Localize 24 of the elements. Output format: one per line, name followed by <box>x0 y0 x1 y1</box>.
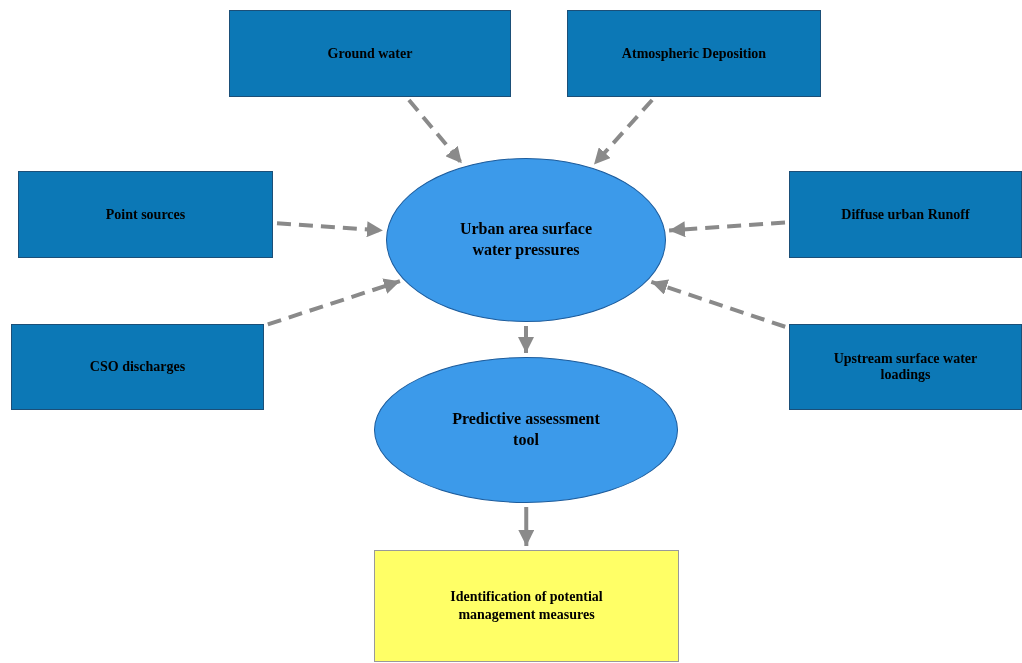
arrow <box>267 278 401 327</box>
arrow <box>668 220 786 238</box>
source-box <box>789 171 1022 258</box>
source-box <box>11 324 264 410</box>
node-label: Point sources <box>105 206 186 223</box>
node-label: Atmospheric Deposition <box>621 45 767 62</box>
arrow <box>276 221 384 238</box>
arrow <box>592 98 654 166</box>
source-box <box>18 171 273 258</box>
source-box <box>229 10 511 97</box>
node-label: CSO discharges <box>89 359 186 375</box>
node-label: Identification of potential management measures <box>449 587 604 624</box>
node-label: Diffuse urban Runoff <box>841 206 970 223</box>
result-box <box>374 550 679 662</box>
source-box <box>567 10 821 97</box>
node-label: Predictive assessment tool <box>451 409 601 450</box>
node-label: Urban area surface water pressures <box>458 219 594 261</box>
arrow <box>518 507 535 546</box>
arrow <box>518 326 534 353</box>
node-label: Ground water <box>327 45 413 62</box>
node-label: Upstream surface water loadings <box>832 351 979 383</box>
arrow <box>407 98 464 165</box>
source-box <box>789 324 1022 410</box>
arrow <box>650 279 786 329</box>
